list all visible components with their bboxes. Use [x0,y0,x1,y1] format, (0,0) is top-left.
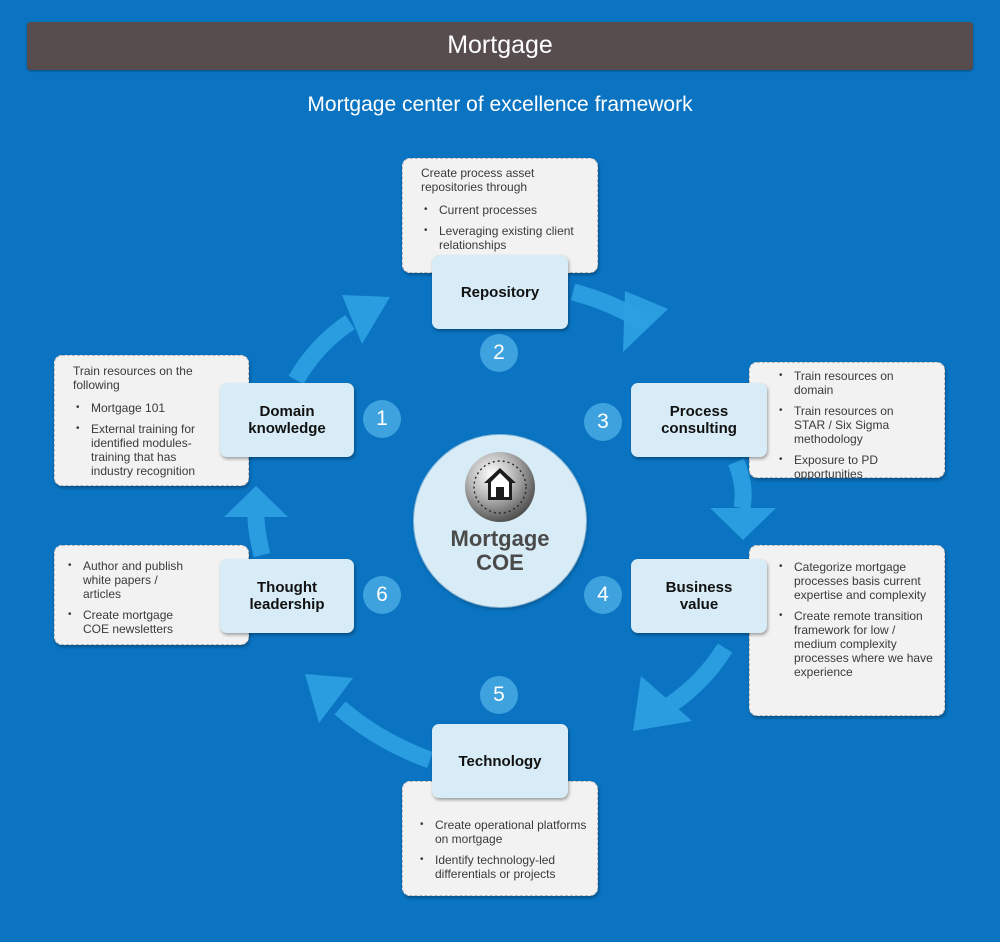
note-item: Exposure to PD opportunities [776,453,936,481]
step-number-1: 1 [363,400,401,438]
label-line: Technology [458,752,542,770]
arrowhead-5 [633,676,692,731]
note-item: Categorize mortgage processes basis curr… [776,560,934,602]
label-line: Business [665,579,733,596]
arrow-5-to-6 [334,701,433,768]
note-technology: Create operational platforms on mortgage… [402,781,598,896]
label-line: Thought [257,579,317,596]
note-item: Create mortgage COE newsletters [65,608,238,636]
step-number-5: 5 [480,676,518,714]
label-line: knowledge [248,420,326,437]
label-line: Domain [259,403,315,420]
note-item: Create remote transition framework for l… [776,609,934,679]
note-thought-leadership: Author and publish white papers / articl… [54,545,249,645]
label-line: consulting [661,420,737,437]
note-intro: Create process asset repositories throug… [421,166,535,194]
arrowhead-1 [224,486,288,517]
center-title: Mortgage COE [414,527,586,575]
note-item: Train resources on STAR / Six Sigma meth… [776,404,936,446]
note-domain-knowledge: Train resources on the following Mortgag… [54,355,249,486]
note-item: Current processes [421,203,583,217]
step-number-4: 4 [584,576,622,614]
house-globe-icon [465,452,535,522]
arrow-4-to-5 [665,643,733,713]
note-item: Leveraging existing client relationships [421,224,583,252]
header-bar: Mortgage [27,22,973,70]
note-intro: Train resources on the following [73,364,193,392]
note-repository: Create process asset repositories throug… [402,158,598,273]
label-line: leadership [249,596,325,613]
note-item: Mortgage 101 [73,401,238,415]
label-line: Repository [460,283,540,301]
note-item: External training for identified modules… [73,422,238,478]
diagram-subtitle: Mortgage center of excellence framework [307,93,693,116]
note-process-consulting: Train resources on domain Train resource… [749,362,945,481]
center-title-line: Mortgage [450,526,550,551]
step-number-2: 2 [480,334,518,372]
arrow-6-to-1 [247,516,271,557]
step-label-repository[interactable]: Repository [432,255,568,329]
step-number-6: 6 [363,576,401,614]
step-label-technology[interactable]: Technology [432,724,568,798]
note-item: Train resources on domain [776,369,936,397]
note-item: Author and publish white papers / articl… [65,559,238,601]
arrow-3-to-4 [728,458,752,510]
arrowhead-3 [623,291,668,352]
center-hub: Mortgage COE [414,435,586,607]
arrowhead-2 [342,295,390,344]
label-line: value [679,596,719,613]
note-item: Identify technology-led differentials or… [417,853,589,881]
label-line: Process [669,403,729,420]
note-item: Create operational platforms on mortgage [417,818,589,846]
arrowhead-4 [710,508,776,540]
center-title-line: COE [476,550,524,575]
step-number-3: 3 [584,403,622,441]
arrowhead-6 [305,674,353,723]
arrow-1-to-2 [288,314,355,385]
note-business-value: Categorize mortgage processes basis curr… [749,545,945,716]
header-title: Mortgage [447,31,553,59]
